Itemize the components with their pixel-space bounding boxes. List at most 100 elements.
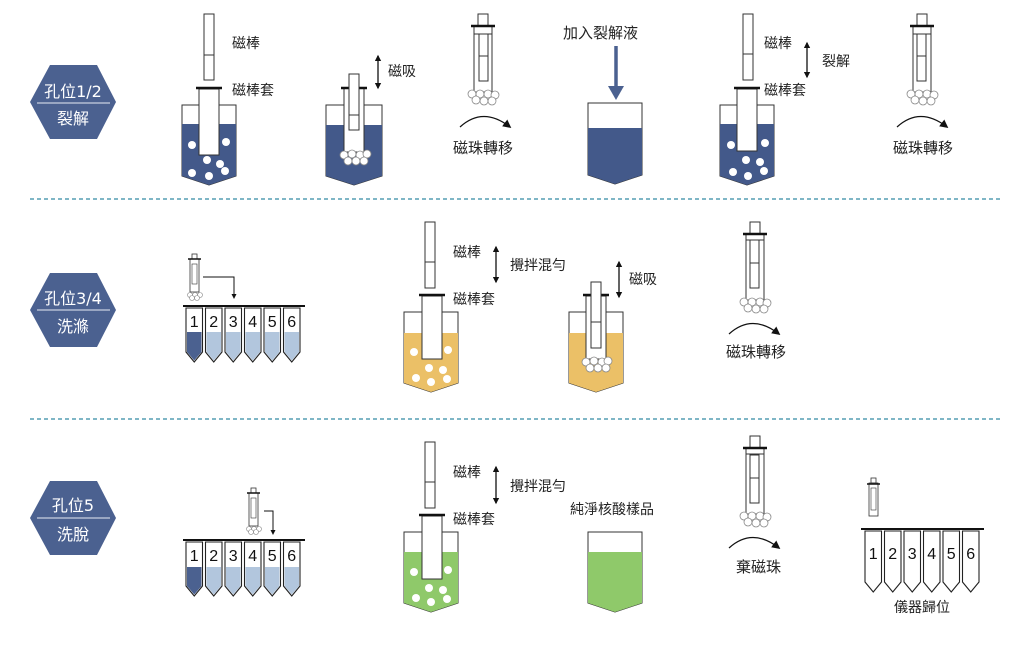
- label-transfer-1: 磁珠轉移: [453, 139, 513, 157]
- well-liquid: [265, 332, 280, 361]
- rod-sleeve: [198, 88, 220, 156]
- lysis-step-lyse: 磁棒 磁棒套 裂解: [719, 13, 850, 186]
- well-1: 1: [185, 307, 204, 363]
- label-add-buffer: 加入裂解液: [563, 24, 638, 42]
- label-wash-adsorb: 磁吸: [629, 272, 657, 288]
- bead-cluster: [339, 149, 372, 166]
- well-number: 1: [190, 548, 199, 565]
- well-liquid: [265, 567, 280, 595]
- badge-wash: 孔位3/4 洗滌: [30, 273, 116, 347]
- well-6: 6: [961, 530, 980, 593]
- well-4: 4: [243, 307, 262, 363]
- well-3: 3: [224, 307, 243, 363]
- well-2: 2: [204, 541, 223, 597]
- well-liquid: [245, 567, 260, 595]
- lysis-step-transfer-2: 磁珠轉移: [893, 13, 953, 157]
- elution-step-product: 純淨核酸樣品: [570, 501, 654, 613]
- badge-elution-line1: 孔位5: [52, 496, 94, 515]
- well-number: 3: [229, 314, 238, 331]
- well-liquid: [187, 332, 202, 361]
- lysis-step-add-buffer: 加入裂解液: [563, 24, 643, 185]
- wash-step-mix: 磁棒 磁棒套 攪拌混勻: [403, 221, 566, 393]
- well-liquid: [245, 332, 260, 361]
- down-arrow-icon: [608, 86, 624, 100]
- well-liquid: [226, 567, 241, 595]
- well-1: 1: [185, 541, 204, 597]
- well-liquid: [284, 332, 299, 361]
- badge-wash-line1: 孔位3/4: [44, 289, 102, 308]
- label-product: 純淨核酸樣品: [570, 501, 654, 518]
- well-liquid: [226, 332, 241, 361]
- badge-lysis-line1: 孔位1/2: [44, 82, 102, 101]
- well-number: 1: [190, 314, 199, 331]
- label-wash-sleeve: 磁棒套: [453, 292, 495, 308]
- well-liquid: [206, 567, 221, 595]
- elution-step-discard: 棄磁珠: [728, 435, 781, 576]
- badge-wash-line2: 洗滌: [57, 317, 89, 336]
- badge-lysis: 孔位1/2 裂解: [30, 65, 116, 139]
- label-elution-mix: 攪拌混勻: [510, 479, 566, 495]
- well-5: 5: [263, 541, 282, 597]
- label-elution-rod: 磁棒: [453, 465, 481, 481]
- well-liquid: [284, 567, 299, 595]
- well-1: 1: [864, 530, 883, 593]
- well-number: 3: [908, 546, 917, 563]
- well-number: 1: [869, 546, 878, 563]
- well-5: 5: [263, 307, 282, 363]
- well-number: 3: [229, 548, 238, 565]
- well-number: 6: [287, 314, 296, 331]
- elution-step-mix: 磁棒 磁棒套 攪拌混勻: [403, 441, 566, 613]
- label-adsorb: 磁吸: [388, 64, 416, 80]
- label-wash-mix: 攪拌混勻: [510, 258, 566, 274]
- well-2: 2: [883, 530, 902, 593]
- label-wash-rod: 磁棒: [453, 245, 481, 261]
- well-4: 4: [243, 541, 262, 597]
- label-lyse: 裂解: [822, 54, 850, 70]
- well-number: 2: [888, 546, 897, 563]
- label-rod-2: 磁棒: [764, 36, 792, 52]
- well-number: 4: [248, 548, 257, 565]
- well-number: 5: [268, 548, 277, 565]
- curved-arrow: [459, 115, 512, 129]
- label-sleeve-2: 磁棒套: [764, 83, 806, 99]
- label-rod: 磁棒: [232, 36, 260, 52]
- well-number: 4: [248, 314, 257, 331]
- well-number: 2: [209, 314, 218, 331]
- well-number: 2: [209, 548, 218, 565]
- badge-elution: 孔位5 洗脫: [30, 481, 116, 555]
- well-3: 3: [224, 541, 243, 597]
- wash-step-adsorb: 磁吸: [568, 260, 657, 393]
- lysis-step-adsorb: 磁吸: [325, 54, 416, 186]
- well-3: 3: [903, 530, 922, 593]
- well-4: 4: [922, 530, 941, 593]
- well-2: 2: [204, 307, 223, 363]
- lysis-step-insert: 磁棒 磁棒套: [181, 13, 274, 186]
- badge-lysis-line2: 裂解: [57, 109, 89, 128]
- well-5: 5: [942, 530, 961, 593]
- label-sleeve: 磁棒套: [232, 83, 274, 99]
- well-number: 5: [947, 546, 956, 563]
- magnetic-rod: [203, 13, 215, 81]
- label-elution-sleeve: 磁棒套: [453, 512, 495, 528]
- label-discard: 棄磁珠: [736, 558, 781, 576]
- magnetic-beads: [188, 138, 230, 180]
- well-number: 6: [966, 546, 975, 563]
- badge-elution-line2: 洗脫: [57, 525, 89, 544]
- wash-step-transfer: 磁珠轉移: [726, 221, 786, 361]
- lysis-step-transfer: 磁珠轉移: [453, 13, 513, 157]
- well-liquid: [206, 332, 221, 361]
- well-number: 6: [287, 548, 296, 565]
- well-6: 6: [282, 307, 301, 363]
- label-reset: 儀器歸位: [894, 599, 950, 616]
- well-number: 4: [927, 546, 936, 563]
- well-number: 5: [268, 314, 277, 331]
- label-transfer-2: 磁珠轉移: [893, 139, 953, 157]
- label-wash-transfer: 磁珠轉移: [726, 343, 786, 361]
